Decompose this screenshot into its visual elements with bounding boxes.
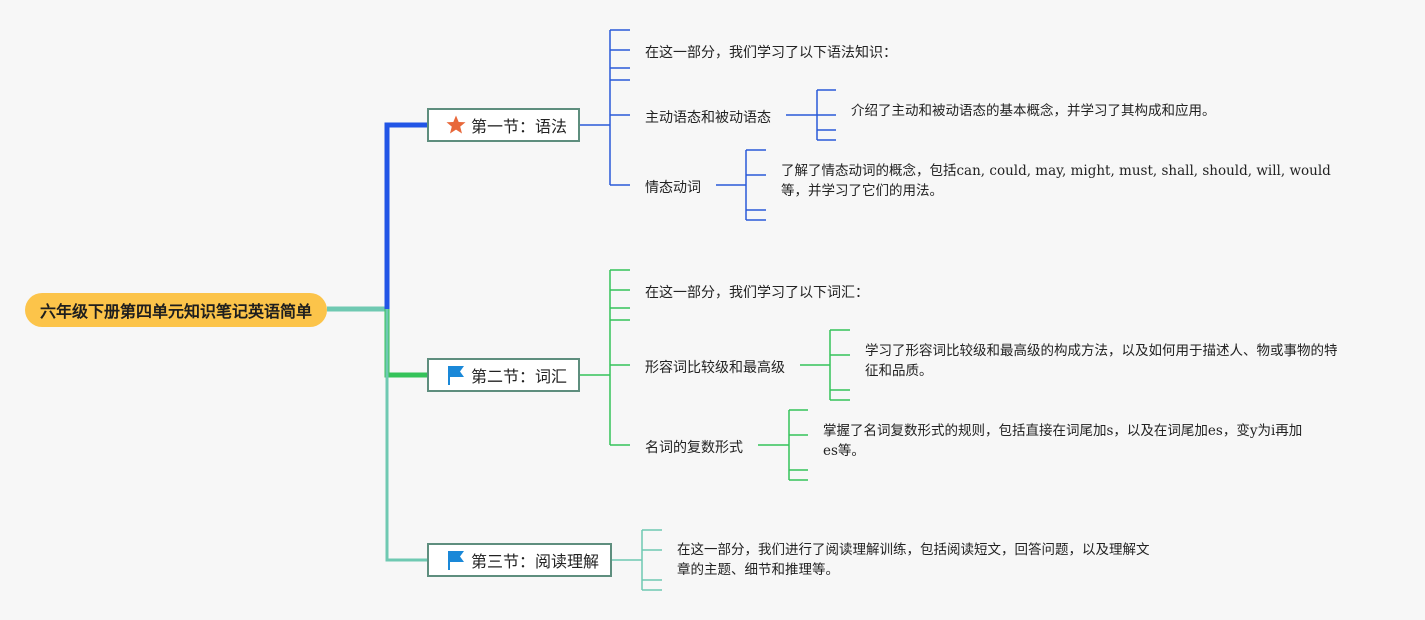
topic-voice-detail[interactable]: 介绍了主动和被动语态的基本概念，并学习了其构成和应用。 [851,101,1216,121]
topic-plural-nouns[interactable]: 名词的复数形式 [645,440,743,456]
section-grammar[interactable]: 第一节：语法 [427,108,580,142]
detail-line: es等。 [823,443,865,459]
section-vocabulary[interactable]: 第二节：词汇 [427,358,580,392]
topic-adjective-comparison-detail[interactable]: 学习了形容词比较级和最高级的构成方法，以及如何用于描述人、物或事物的特 征和品质… [865,341,1338,381]
topic-adjective-comparison[interactable]: 形容词比较级和最高级 [645,360,785,376]
topic-modal-verbs[interactable]: 情态动词 [645,180,701,196]
flag-icon [445,364,467,386]
detail-line: 章的主题、细节和推理等。 [677,562,839,578]
section-label: 第二节：词汇 [471,367,568,386]
topic-plural-nouns-detail[interactable]: 掌握了名词复数形式的规则，包括直接在词尾加s，以及在词尾加es，变y为i再加 e… [823,421,1302,461]
detail-line: 掌握了名词复数形式的规则，包括直接在词尾加s，以及在词尾加es，变y为i再加 [823,423,1303,439]
topic-voice[interactable]: 主动语态和被动语态 [645,110,771,126]
section-2-connectors [580,269,850,481]
section-label: 第一节：语法 [471,117,568,136]
detail-line: 在这一部分，我们进行了阅读理解训练，包括阅读短文，回答问题，以及理解文 [677,542,1150,558]
section-vocabulary-intro[interactable]: 在这一部分，我们学习了以下词汇： [645,285,869,301]
detail-line: 征和品质。 [865,363,933,379]
section-3-connectors [612,529,662,591]
detail-line: 等，并学习了它们的用法。 [781,183,943,199]
detail-line: 学习了形容词比较级和最高级的构成方法，以及如何用于描述人、物或事物的特 [865,343,1338,359]
detail-line: 介绍了主动和被动语态的基本概念，并学习了其构成和应用。 [851,103,1216,119]
star-icon [445,114,467,136]
section-label: 第三节：阅读理解 [471,552,600,571]
topic-modal-verbs-detail[interactable]: 了解了情态动词的概念，包括can, could, may, might, mus… [781,161,1331,201]
flag-icon [445,549,467,571]
root-connector [327,122,427,562]
section-grammar-intro[interactable]: 在这一部分，我们学习了以下语法知识： [645,45,897,61]
section-reading[interactable]: 第三节：阅读理解 [427,543,612,577]
section-1-connectors [580,29,836,221]
detail-line: 了解了情态动词的概念，包括can, could, may, might, mus… [781,163,1331,179]
section-reading-intro[interactable]: 在这一部分，我们进行了阅读理解训练，包括阅读短文，回答问题，以及理解文 章的主题… [677,540,1150,580]
root-topic[interactable]: 六年级下册第四单元知识笔记英语简单 [25,293,327,327]
